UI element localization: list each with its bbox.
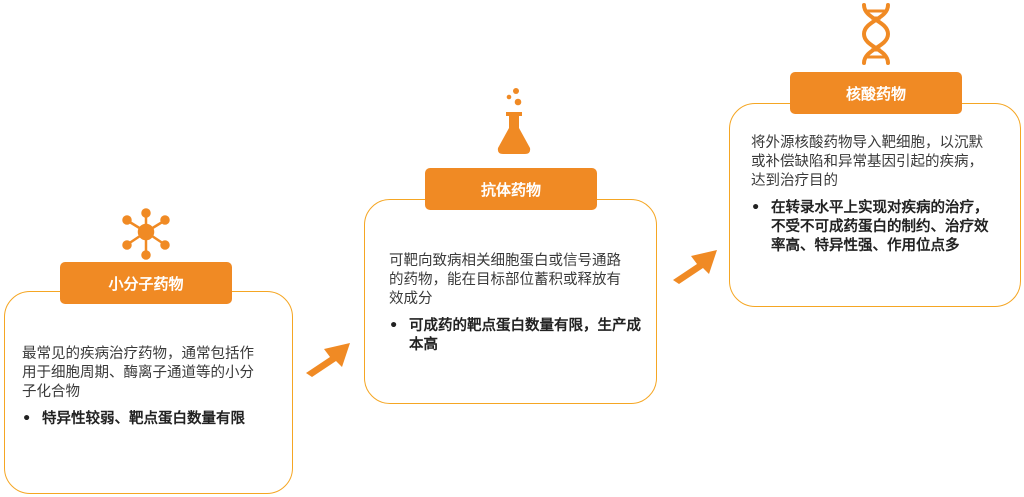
stage-bullet-antibody: • 可成药的靶点蛋白数量有限，生产成本高 xyxy=(389,317,644,355)
stage-title-small-molecule: 小分子药物 xyxy=(60,262,232,304)
bullet-dot: • xyxy=(751,200,761,216)
arrow-right-icon xyxy=(306,343,350,377)
arrow-right-icon xyxy=(673,250,717,284)
stage-card-nucleic-acid xyxy=(729,103,1021,307)
stage-title-nucleic-acid: 核酸药物 xyxy=(790,72,962,114)
stage-bullet-small-molecule: • 特异性较弱、靶点蛋白数量有限 xyxy=(22,410,272,429)
molecule-icon xyxy=(122,208,170,260)
stage-bullet-nucleic-acid: • 在转录水平上实现对疾病的治疗，不受不可成药蛋白的制约、治疗效率高、特异性强、… xyxy=(751,199,1001,256)
stage-title-antibody: 抗体药物 xyxy=(425,168,597,210)
stage-desc-nucleic-acid: 将外源核酸药物导入靶细胞，以沉默或补偿缺陷和异常基因引起的疾病，达到治疗目的 xyxy=(751,135,983,189)
stage-bullet-text: 在转录水平上实现对疾病的治疗，不受不可成药蛋白的制约、治疗效率高、特异性强、作用… xyxy=(771,200,989,254)
dna-icon xyxy=(861,3,891,65)
stage-desc-small-molecule: 最常见的疾病治疗药物，通常包括作用于细胞周期、酶离子通道等的小分子化合物 xyxy=(22,346,254,400)
flask-icon xyxy=(497,88,531,154)
bullet-dot: • xyxy=(22,411,32,427)
stage-desc-antibody: 可靶向致病相关细胞蛋白或信号通路的药物，能在目标部位蓄积或释放有效成分 xyxy=(389,253,621,307)
stage-bullet-text: 特异性较弱、靶点蛋白数量有限 xyxy=(42,411,245,427)
stage-card-small-molecule xyxy=(4,291,293,494)
stage-bullet-text: 可成药的靶点蛋白数量有限，生产成本高 xyxy=(409,318,641,353)
bullet-dot: • xyxy=(389,318,399,334)
